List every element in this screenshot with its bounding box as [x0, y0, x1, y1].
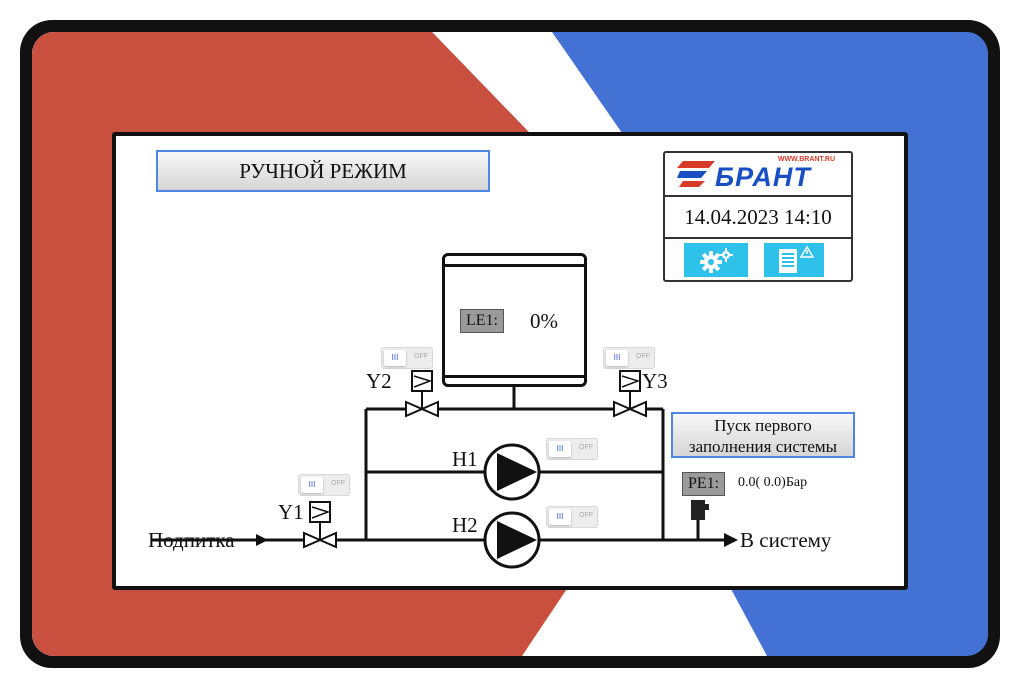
valve-y3-toggle[interactable]: III OFF — [603, 347, 655, 369]
brand-logo: БРАНТ WWW.BRANT.RU — [665, 153, 851, 197]
hmi-screen: РУЧНОЙ РЕЖИМ БРАНТ WWW.BRANT.RU 14.04.20… — [112, 132, 908, 590]
toggle-state: OFF — [414, 353, 428, 360]
brand-mark-icon — [677, 161, 715, 187]
level-tag: LE1: — [460, 309, 504, 333]
valve-y2-label: Y2 — [366, 369, 392, 393]
piping-schematic — [152, 370, 738, 569]
pump-h1-label: H1 — [452, 447, 478, 471]
toggle-state: OFF — [579, 444, 593, 451]
toggle-state: OFF — [331, 480, 345, 487]
alarm-log-button[interactable] — [764, 243, 824, 277]
start-button-line2: заполнения системы — [688, 437, 838, 456]
start-button-line1: Пуск первого — [714, 416, 812, 435]
brand-url: WWW.BRANT.RU — [777, 156, 835, 163]
valve-y3-label: Y3 — [642, 369, 668, 393]
pump-h2-toggle[interactable]: III OFF — [546, 506, 598, 528]
valve-y1-icon — [303, 501, 337, 549]
valve-y1-label: Y1 — [278, 500, 304, 524]
outlet-label: В систему — [740, 528, 832, 552]
tank: LE1: 0% — [442, 253, 587, 387]
pressure-tag: PE1: — [682, 472, 726, 496]
brand-name: БРАНТ — [715, 162, 811, 192]
frame-background: РУЧНОЙ РЕЖИМ БРАНТ WWW.BRANT.RU 14.04.20… — [32, 32, 988, 656]
toggle-knob: III — [606, 350, 628, 366]
outlet-arrow-icon — [724, 533, 738, 547]
toggle-knob: III — [549, 441, 571, 457]
inlet-label: Подпитка — [148, 528, 235, 552]
pump-h2-label: H2 — [452, 513, 478, 537]
pressure-sensor-icon — [691, 500, 709, 520]
inlet-arrow-icon — [256, 534, 268, 546]
settings-button[interactable] — [684, 243, 748, 277]
info-panel: БРАНТ WWW.BRANT.RU 14.04.2023 14:10 — [663, 151, 853, 282]
toggle-knob: III — [384, 350, 406, 366]
valve-y3-icon — [613, 370, 647, 418]
level-value: 0% — [530, 309, 558, 333]
toggle-knob: III — [549, 509, 571, 525]
alarm-log-icon — [779, 245, 815, 273]
toggle-state: OFF — [579, 512, 593, 519]
pump-h1-icon — [483, 443, 541, 501]
device-frame: РУЧНОЙ РЕЖИМ БРАНТ WWW.BRANT.RU 14.04.20… — [20, 20, 1000, 668]
pump-h2-icon — [483, 511, 541, 569]
first-fill-start-button[interactable]: Пуск первого заполнения системы — [671, 412, 855, 458]
manual-mode-button[interactable]: РУЧНОЙ РЕЖИМ — [156, 150, 490, 192]
valve-y2-toggle[interactable]: III OFF — [381, 347, 433, 369]
pump-h1-toggle[interactable]: III OFF — [546, 438, 598, 460]
toggle-state: OFF — [636, 353, 650, 360]
toggle-knob: III — [301, 477, 323, 493]
gears-icon — [700, 248, 733, 273]
valve-y2-icon — [405, 370, 439, 418]
valve-y1-toggle[interactable]: III OFF — [298, 474, 350, 496]
pressure-value: 0.0( 0.0)Бар — [738, 475, 808, 490]
date-time-display: 14.04.2023 14:10 — [665, 197, 851, 239]
